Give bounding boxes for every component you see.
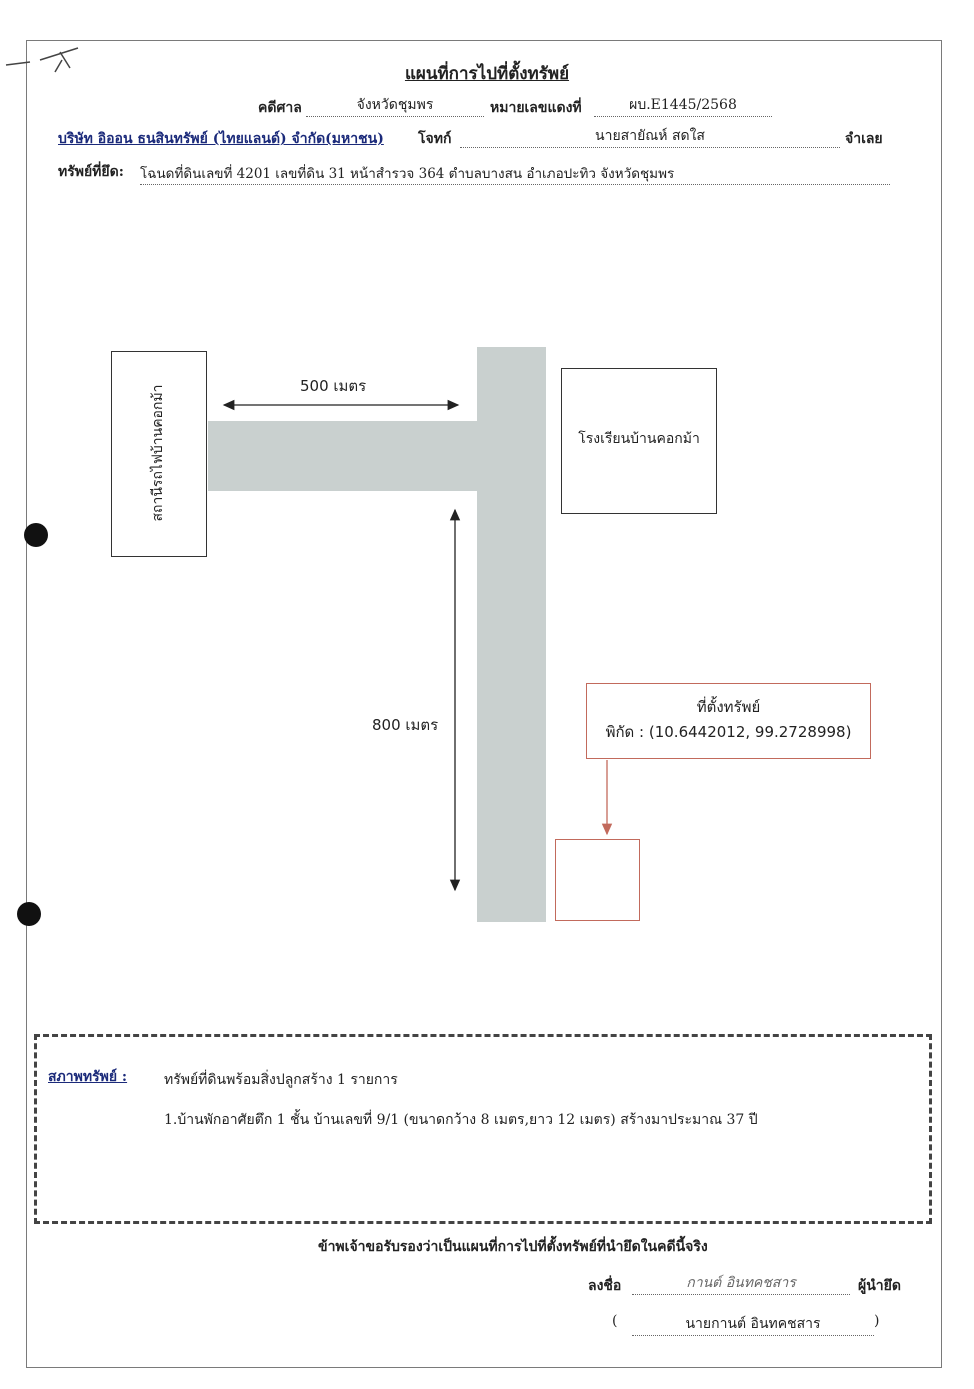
defendant-label: จำเลย xyxy=(845,131,883,147)
plaintiff-label: โจทก์ xyxy=(418,131,452,147)
page-title: แผนที่การไปที่ตั้งทรัพย์ xyxy=(404,64,570,84)
sign-label: ลงชื่อ xyxy=(588,1278,622,1294)
court-label: คดีศาล xyxy=(258,100,302,116)
signature: กานต์ อินทคชสาร xyxy=(632,1272,850,1295)
property-location-title: ที่ตั้งทรัพย์ xyxy=(696,698,761,716)
school-label: โรงเรียนบ้านคอกม้า xyxy=(578,431,700,447)
paren-open: ( xyxy=(612,1313,618,1329)
court-value: จังหวัดชุมพร xyxy=(306,94,484,117)
case-number-value: ผบ.E1445/2568 xyxy=(594,94,772,117)
plaintiff-value: บริษัท อิออน ธนสินทรัพย์ (ไทยแลนด์) จำกั… xyxy=(58,131,384,147)
road-vertical xyxy=(477,347,546,922)
distance-500-label: 500 เมตร xyxy=(300,377,367,395)
property-location-box xyxy=(586,683,871,759)
page-border xyxy=(26,40,942,1368)
paren-close: ) xyxy=(874,1313,880,1329)
property-coordinates: พิกัด : (10.6442012, 99.2728998) xyxy=(605,723,852,741)
defendant-value: นายสายัณห์ สดใส xyxy=(460,125,840,148)
seizer-role-label: ผู้นำยึด xyxy=(858,1278,901,1294)
condition-box xyxy=(34,1034,932,1224)
distance-800-label: 800 เมตร xyxy=(372,716,439,734)
condition-item-1: 1.บ้านพักอาศัยตึก 1 ชั้น บ้านเลขที่ 9/1 … xyxy=(164,1112,758,1128)
property-marker-box xyxy=(555,839,640,921)
seized-property-value: โฉนดที่ดินเลขที่ 4201 เลขที่ดิน 31 หน้าส… xyxy=(140,162,890,185)
scan-mark-scribble xyxy=(5,47,79,73)
seized-property-label: ทรัพย์ที่ยึด: xyxy=(58,164,124,180)
station-box xyxy=(111,351,207,557)
certify-statement: ข้าพเจ้าขอรับรองว่าเป็นแผนที่การไปที่ตั้… xyxy=(318,1239,708,1255)
condition-label: สภาพทรัพย์ : xyxy=(48,1069,128,1085)
punch-hole-bottom xyxy=(17,902,41,926)
punch-hole-top xyxy=(24,523,48,547)
condition-summary: ทรัพย์ที่ดินพร้อมสิ่งปลูกสร้าง 1 รายการ xyxy=(164,1072,398,1088)
school-box xyxy=(561,368,717,514)
case-number-label: หมายเลขแดงที่ xyxy=(490,100,582,116)
seizer-name: นายกานต์ อินทคชสาร xyxy=(632,1313,874,1336)
